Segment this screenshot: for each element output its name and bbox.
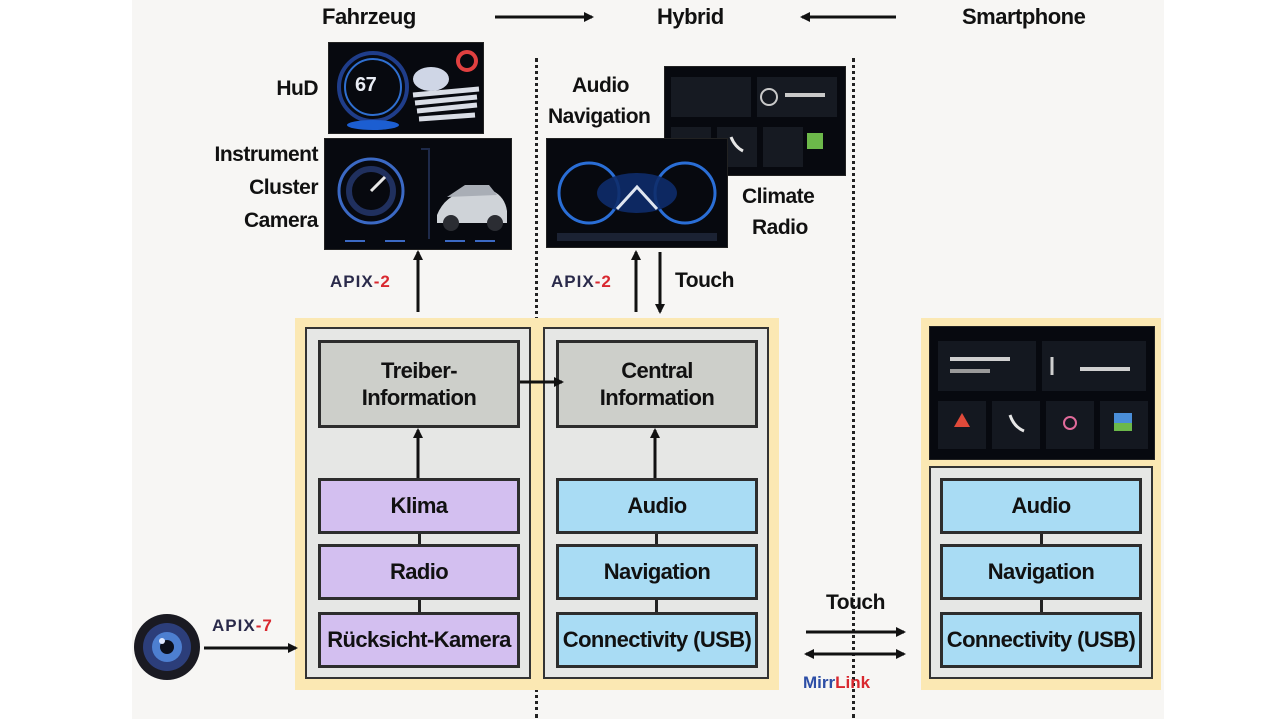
hud-speed: 67 (355, 74, 377, 96)
header-vehicle: Fahrzeug (322, 4, 416, 29)
block-hybrid-connectivity: Connectivity (USB) (556, 612, 758, 668)
block-rear-camera: Rücksicht-Kamera (318, 612, 520, 668)
driver-info-line2: Information (361, 385, 477, 410)
connector-klima-radio (418, 534, 421, 544)
connector-phone-audio-nav (1040, 534, 1043, 544)
label-cluster: Cluster (249, 176, 318, 199)
label-climate: Climate (742, 185, 815, 208)
apix-hybrid-link: APIX-2 (551, 272, 612, 291)
hud-graphic (337, 50, 480, 130)
instrument-cluster-display (324, 138, 512, 250)
label-audio: Audio (572, 74, 629, 97)
label-hud: HuD (276, 77, 318, 100)
smartphone-graphic (938, 341, 1148, 449)
driver-info-line1: Treiber- (381, 357, 458, 383)
hud-display: 67 (328, 42, 484, 134)
central-info-line2: Information (599, 385, 715, 410)
hybrid-climate-display (546, 138, 728, 248)
connector-nav-connectivity (655, 600, 658, 612)
label-camera: Camera (243, 209, 319, 232)
label-radio: Radio (752, 216, 808, 239)
central-info-line1: Central (621, 357, 693, 383)
cluster-graphic (337, 148, 507, 242)
touch-label-top: Touch (675, 269, 734, 292)
block-hybrid-navigation: Navigation (556, 544, 758, 600)
connector-audio-nav (655, 534, 658, 544)
block-phone-connectivity: Connectivity (USB) (940, 612, 1142, 668)
divider-hybrid-smartphone (852, 58, 855, 718)
smartphone-display (929, 326, 1155, 460)
block-phone-navigation: Navigation (940, 544, 1142, 600)
touch-label-bottom: Touch (826, 591, 885, 614)
block-driver-information: Treiber- Information (318, 340, 520, 428)
block-radio: Radio (318, 544, 520, 600)
mirrorlink-logo: MirrLink (803, 673, 871, 692)
camera-icon (132, 612, 202, 682)
connector-radio-camera (418, 600, 421, 612)
connector-phone-nav-connectivity (1040, 600, 1043, 612)
label-instrument: Instrument (214, 143, 318, 166)
block-hybrid-audio: Audio (556, 478, 758, 534)
header-hybrid: Hybrid (657, 4, 724, 29)
block-klima: Klima (318, 478, 520, 534)
header-smartphone: Smartphone (962, 4, 1086, 29)
block-central-information: Central Information (556, 340, 758, 428)
climate-graphic (557, 161, 717, 241)
apix-vehicle-link: APIX-2 (330, 272, 391, 291)
label-navigation: Navigation (548, 105, 651, 128)
apix-camera-link: APIX-7 (212, 616, 273, 635)
block-phone-audio: Audio (940, 478, 1142, 534)
